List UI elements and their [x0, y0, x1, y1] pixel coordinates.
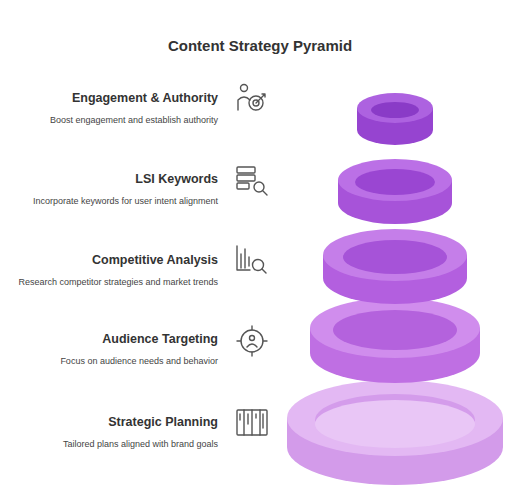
ring	[287, 380, 503, 485]
level-description: Incorporate keywords for user intent ali…	[18, 195, 218, 207]
level-heading: Competitive Analysis	[18, 253, 218, 268]
ring	[357, 93, 433, 145]
ring	[323, 229, 467, 304]
level-heading: Strategic Planning	[18, 415, 218, 430]
level-description: Research competitor strategies and marke…	[18, 276, 218, 288]
crosshair-person-icon	[237, 326, 267, 356]
pyramid-level: LSI KeywordsIncorporate keywords for use…	[18, 172, 218, 207]
level-description: Boost engagement and establish authority	[18, 114, 218, 126]
level-heading: Engagement & Authority	[18, 91, 218, 106]
pyramid-level: Engagement & AuthorityBoost engagement a…	[18, 91, 218, 126]
pyramid-level: Competitive AnalysisResearch competitor …	[18, 253, 218, 288]
ring	[310, 298, 480, 383]
target-person-icon	[238, 85, 265, 111]
level-heading: LSI Keywords	[18, 172, 218, 187]
chart-search-icon	[237, 246, 266, 273]
level-description: Focus on audience needs and behavior	[18, 355, 218, 367]
level-description: Tailored plans aligned with brand goals	[18, 438, 218, 450]
ring	[338, 159, 452, 224]
server-search-icon	[237, 167, 267, 195]
level-heading: Audience Targeting	[18, 332, 218, 347]
columns-icon	[237, 410, 267, 435]
diagram-title: Content Strategy Pyramid	[0, 37, 520, 54]
pyramid-level: Audience TargetingFocus on audience need…	[18, 332, 218, 367]
pyramid-level: Strategic PlanningTailored plans aligned…	[18, 415, 218, 450]
